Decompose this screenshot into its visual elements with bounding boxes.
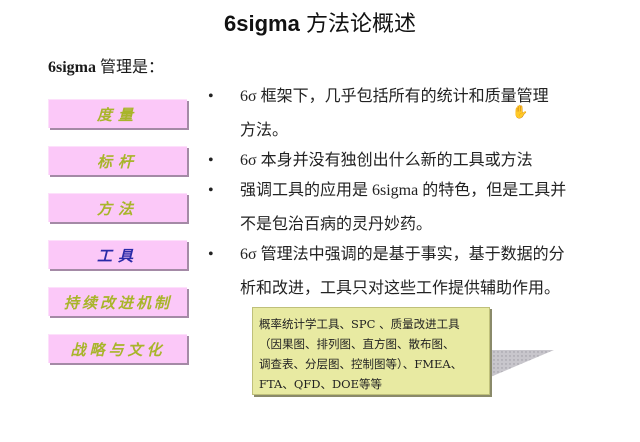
subtitle-chinese: 管理是： [100,59,165,76]
callout-line: FTA、QFD、DOE等等 [259,377,382,391]
button-continuous-improvement[interactable]: 持续改进机制 [48,287,187,316]
bullet-dot-icon: • [208,152,214,169]
bullet-line: 6σ 管理法中强调的是基于事实，基于数据的分 [240,246,565,263]
callout-line: 调查表、分层图、控制图等）、FMEA、 [259,357,463,371]
bullet-dot-icon: • [208,182,214,199]
button-tools[interactable]: 工具 [48,240,187,269]
bullet-line: 析和改进，工具只对这些工作提供辅助作用。 [240,280,561,297]
section-subtitle: 6sigma 管理是： [48,53,164,77]
callout-line: （因果图、排列图、直方图、散布图、 [259,337,455,351]
tools-callout-box: 概率统计学工具、SPC 、质量改进工具 （因果图、排列图、直方图、散布图、 调查… [252,307,490,395]
bullet-line: 强调工具的应用是 6sigma 的特色，但是工具并 [240,182,567,199]
bullet-line: 6σ 本身并没有独创出什么新的工具或方法 [240,152,533,169]
bullet-line: 方法。 [240,122,289,139]
bullet-line: 6σ 框架下，几乎包括所有的统计和质量管理 [240,88,549,105]
button-measurement[interactable]: 度量 [48,99,187,128]
button-benchmark[interactable]: 标杆 [48,146,187,175]
callout-shadow-tail [488,350,554,378]
page-title: 6sigma 方法论概述 [0,6,640,38]
bullet-dot-icon: • [208,246,214,263]
bullet-dot-icon: • [208,88,214,105]
title-chinese: 方法论概述 [305,11,416,36]
button-method[interactable]: 方法 [48,193,187,222]
subtitle-latin: 6sigma [48,59,96,76]
button-strategy-culture[interactable]: 战略与文化 [48,334,187,363]
title-latin: 6sigma [224,11,300,36]
bullet-line: 不是包治百病的灵丹妙药。 [240,216,433,233]
hand-pointer-icon: ✋ [512,105,529,120]
callout-line: 概率统计学工具、SPC 、质量改进工具 [259,317,460,331]
